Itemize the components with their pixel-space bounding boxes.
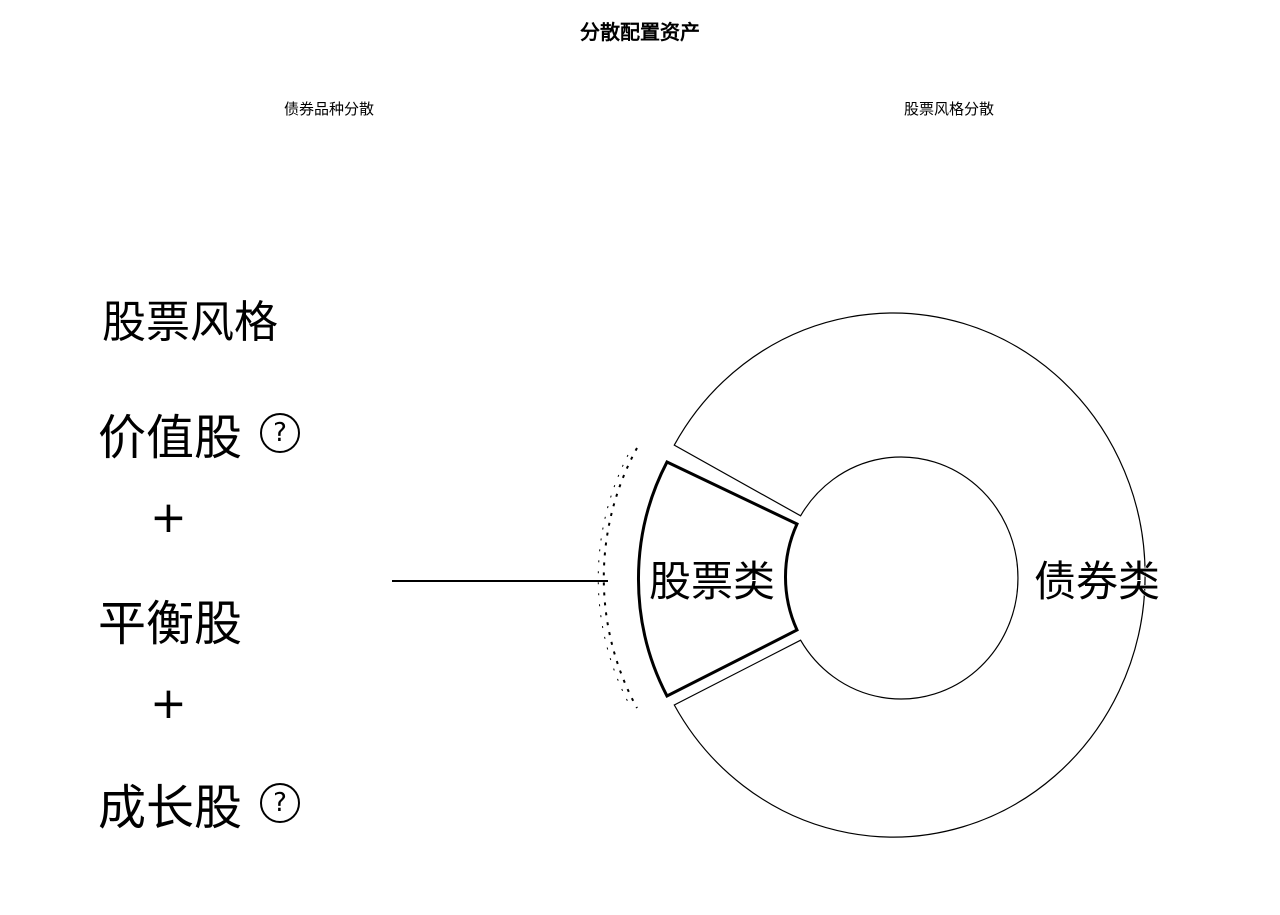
page-title: 分散配置资产 bbox=[580, 20, 700, 44]
selection-dashed-arc bbox=[602, 447, 638, 709]
tab-bond-variety[interactable]: 债券品种分散 bbox=[284, 100, 375, 118]
legend-item-label: 成长股 bbox=[98, 780, 243, 836]
tab-stock-style[interactable]: 股票风格分散 bbox=[904, 100, 995, 118]
donut-segment-bond[interactable] bbox=[673, 312, 1146, 838]
selection-dashed-arc bbox=[597, 454, 629, 703]
legend-item-label: 平衡股 bbox=[98, 596, 243, 652]
legend-item-label: 价值股 bbox=[98, 410, 243, 466]
donut-label-stock: 股票类 bbox=[649, 557, 775, 606]
plus-sign: + bbox=[150, 678, 187, 729]
legend-title: 股票风格 bbox=[102, 297, 278, 348]
legend-item-value-stock: 价值股 ? bbox=[98, 398, 301, 468]
help-icon[interactable]: ? bbox=[260, 783, 301, 823]
donut-segment-stock[interactable] bbox=[637, 460, 799, 699]
help-icon[interactable]: ? bbox=[260, 413, 301, 453]
plus-sign: + bbox=[150, 492, 187, 543]
donut-label-bond: 债券类 bbox=[1034, 557, 1160, 606]
legend-item-balanced-stock: 平衡股 bbox=[98, 584, 242, 654]
connector-line bbox=[392, 580, 608, 582]
legend-item-growth-stock: 成长股 ? bbox=[98, 768, 301, 838]
